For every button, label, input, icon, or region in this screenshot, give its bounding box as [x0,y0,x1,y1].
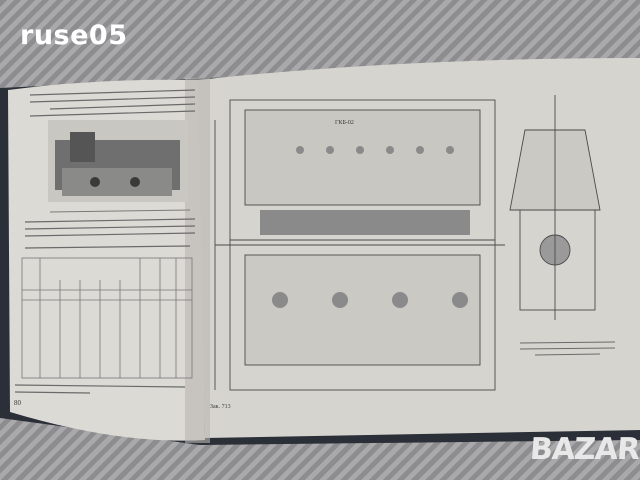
order-note: Зак. 713 [210,404,231,410]
machine-photo [48,120,188,202]
specs-table [21,257,193,379]
left-page-text-mid [24,218,196,249]
technical-drawing-main [214,99,505,391]
figure-caption [519,341,616,356]
technical-drawing-side [509,95,601,320]
gutter-shadow [185,78,210,443]
left-page-text-top [29,89,196,117]
watermark: ruse05 [20,20,128,51]
page-number: 80 [14,399,22,407]
drawing-label: ГКБ-02 [335,120,354,126]
bazar-logo: BAZAR [528,432,640,467]
left-page-text-bottom [14,384,186,394]
photo-caption [49,209,191,213]
